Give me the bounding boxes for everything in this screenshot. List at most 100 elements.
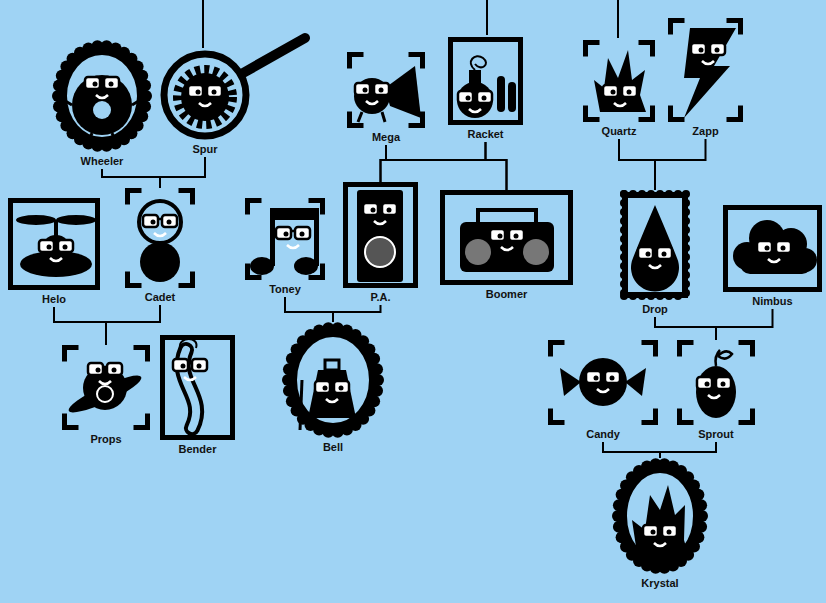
frame-ring [292, 332, 374, 428]
frame-svg [52, 40, 152, 152]
flask-character [457, 56, 516, 118]
frame-scallop [613, 521, 625, 533]
family-line [486, 142, 507, 190]
frame-scallop [286, 395, 298, 407]
frame-wave [656, 190, 664, 198]
test-tube [508, 82, 516, 112]
frame-wave [620, 226, 628, 234]
top-lines [203, 0, 618, 48]
bell-body [308, 370, 356, 418]
coil [471, 56, 486, 70]
frame-wave [620, 271, 628, 279]
donut-hole [93, 101, 111, 119]
frame-svg [620, 190, 690, 300]
donut-body [72, 75, 132, 135]
frame-wave [620, 190, 628, 198]
frame-svg [8, 198, 100, 290]
character-node: Sprout [677, 340, 755, 441]
frame-wave [665, 190, 673, 198]
frame-wave [620, 253, 628, 261]
glasses [85, 77, 119, 98]
astronaut-character [139, 201, 181, 282]
character-node: Boomer [440, 190, 573, 301]
frame-wave [682, 289, 690, 297]
name-label: Toney [243, 283, 327, 296]
family-line [655, 139, 706, 190]
frame-wave [682, 217, 690, 225]
bendy-character [173, 339, 207, 428]
speaker-character [357, 190, 403, 282]
frame-outline [52, 40, 152, 151]
name-label: Quartz [581, 125, 657, 138]
character-node: Helo [8, 198, 100, 306]
portrait-frame [245, 198, 325, 280]
frame-scallop [612, 510, 624, 522]
frame-border [625, 195, 685, 295]
portrait-frame [440, 190, 573, 285]
portrait-frame [612, 458, 708, 574]
sprout-character [696, 350, 736, 418]
frame-outline [65, 348, 148, 428]
candy-character [560, 358, 646, 406]
frame-scallop [695, 521, 707, 533]
frame-svg [282, 322, 384, 438]
frame-wave [620, 208, 628, 216]
crystal-character [594, 50, 646, 112]
name-label: Boomer [438, 288, 575, 301]
helicopter-character [16, 215, 96, 277]
glasses [643, 525, 677, 546]
glasses [173, 359, 207, 380]
frame-svg [448, 37, 523, 125]
portrait-frame [343, 182, 418, 288]
frame-corners [671, 21, 741, 120]
name-label: Spur [158, 143, 252, 156]
frame-wave [647, 190, 655, 198]
character-node: P.A. [343, 182, 418, 304]
frame-outline [282, 322, 384, 437]
frame-scallop [52, 90, 64, 102]
speaker-body [357, 190, 403, 282]
frame-outline [350, 55, 423, 126]
drop-body [631, 205, 679, 292]
frame-outline [443, 193, 571, 283]
frame-corners [65, 348, 148, 428]
frame-wave [682, 244, 690, 252]
frame-wave [682, 253, 690, 261]
glasses [276, 227, 310, 248]
glasses [143, 215, 177, 236]
frame-border [451, 40, 521, 123]
hub [97, 386, 113, 402]
frame-scallop [616, 531, 628, 543]
frame-outline [163, 338, 233, 438]
family-line [660, 442, 716, 458]
glasses [363, 203, 397, 224]
loop [180, 339, 197, 348]
limbs [358, 112, 385, 122]
frame-svg [612, 458, 708, 574]
frame-outline [248, 201, 323, 278]
cloud-character [733, 220, 817, 274]
frame-outline [726, 208, 820, 290]
note-beam [270, 208, 319, 220]
frame-svg [347, 52, 425, 128]
glasses [691, 43, 725, 64]
frame-wave [620, 199, 628, 207]
frame-border [443, 193, 571, 283]
sprout-leaf [716, 350, 733, 366]
name-label: Helo [6, 293, 102, 306]
lineage-line [202, 0, 204, 48]
name-label: Props [60, 433, 152, 446]
frame-wave [682, 199, 690, 207]
portrait-frame [583, 40, 655, 122]
frame-scallop [140, 90, 152, 102]
name-label: Wheeler [50, 155, 154, 168]
frame-wave [647, 292, 655, 300]
family-line [54, 307, 106, 345]
character-node: Props [62, 345, 150, 446]
sun-body [181, 73, 229, 121]
frame-outline [671, 21, 741, 120]
handle [478, 210, 536, 222]
family-line [285, 297, 333, 322]
frame-ring [622, 468, 698, 564]
character-node: Bender [160, 335, 235, 456]
